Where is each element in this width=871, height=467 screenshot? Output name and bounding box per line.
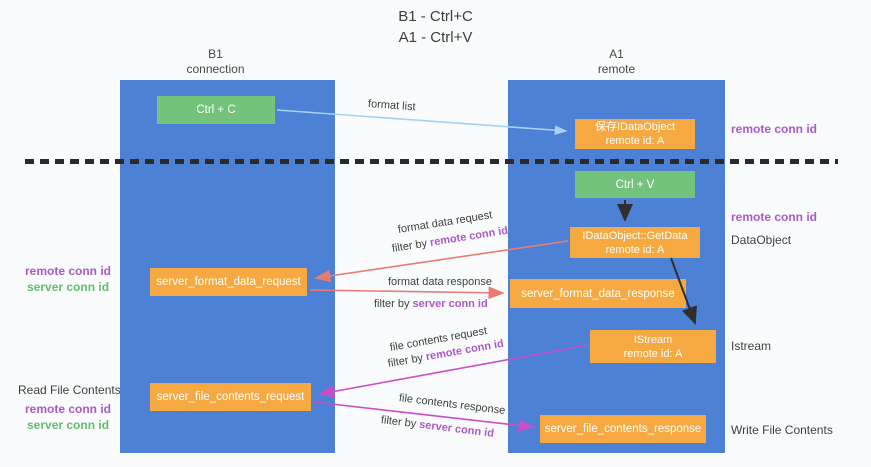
right-column-name: A1 xyxy=(609,47,624,61)
annotation-left-remote-conn-id-mid: remote conn id xyxy=(25,264,112,278)
label-format-list: format list xyxy=(367,98,416,114)
box-getdata-line1: IDataObject::GetData xyxy=(582,229,688,242)
box-ctrl-v-label: Ctrl + V xyxy=(615,178,655,191)
machine-separator-dashed-line xyxy=(25,159,838,164)
box-istream-line1: IStream xyxy=(633,333,673,346)
annotation-left-remote-conn-id-bottom: remote conn id xyxy=(25,402,112,416)
box-file-request-label: server_file_contents_request xyxy=(156,391,305,403)
box-save-idataobject-line1: 保存IDataObject xyxy=(594,121,676,133)
box-ctrl-v: Ctrl + V xyxy=(575,171,695,198)
title-line-2: A1 - Ctrl+V xyxy=(398,29,473,46)
box-ctrl-c-label: Ctrl + C xyxy=(196,104,236,116)
annotation-read-file-contents: Read File Contents xyxy=(18,383,121,397)
right-column-header: A1 remote xyxy=(508,47,725,77)
box-server-format-data-request: server_format_data_request xyxy=(150,268,307,296)
box-ctrl-c: Ctrl + C xyxy=(157,96,275,124)
annotation-remote-conn-id-mid: remote conn id xyxy=(731,210,818,224)
annotation-write-file-contents: Write File Contents xyxy=(731,423,833,437)
filter-prefix-4: filter by xyxy=(380,414,420,431)
title-line-1: B1 - Ctrl+C xyxy=(398,8,473,25)
box-save-idataobject-line2: remote id: A xyxy=(605,135,665,147)
box-save-idataobject: 保存IDataObject remote id: A xyxy=(575,119,695,149)
box-format-response-label: server_format_data_response xyxy=(521,287,675,300)
arrow-format-data-response xyxy=(309,286,505,300)
box-idataobject-getdata: IDataObject::GetData remote id: A xyxy=(570,227,700,258)
label-file-contents-response: file contents response xyxy=(398,392,506,417)
filter-prefix-2: filter by xyxy=(374,298,413,310)
box-server-file-contents-response: server_file_contents_response xyxy=(540,415,706,443)
box-format-request-label: server_format_data_request xyxy=(156,276,301,288)
label-format-data-response: format data response xyxy=(388,276,492,288)
box-server-file-contents-request: server_file_contents_request xyxy=(150,383,311,411)
left-column-name: B1 xyxy=(208,47,223,61)
box-server-format-data-response: server_format_data_response xyxy=(510,279,686,308)
annotation-istream: Istream xyxy=(731,339,772,353)
filter-value-server-2: server conn id xyxy=(418,418,495,440)
box-file-response-label: server_file_contents_response xyxy=(544,423,702,435)
filter-prefix-1: filter by xyxy=(391,237,431,255)
box-istream: IStream remote id: A xyxy=(590,330,716,363)
annotation-left-server-conn-id-mid: server conn id xyxy=(27,280,110,294)
left-column-header: B1 connection xyxy=(108,47,323,77)
box-getdata-line2: remote id: A xyxy=(605,243,665,256)
annotation-left-server-conn-id-bottom: server conn id xyxy=(27,418,110,432)
annotation-remote-conn-id-top: remote conn id xyxy=(731,122,818,136)
diagram-title: B1 - Ctrl+C A1 - Ctrl+V xyxy=(0,6,871,48)
label-filter-server-1: filter by server conn id xyxy=(374,298,488,310)
left-column-role: connection xyxy=(186,62,245,76)
right-column-role: remote xyxy=(597,62,636,76)
filter-value-server-1: server conn id xyxy=(412,298,488,310)
label-filter-server-2: filter by server conn id xyxy=(380,414,494,440)
filter-prefix-3: filter by xyxy=(386,351,427,370)
annotation-dataobject: DataObject xyxy=(731,233,792,247)
box-istream-line2: remote id: A xyxy=(623,347,683,360)
